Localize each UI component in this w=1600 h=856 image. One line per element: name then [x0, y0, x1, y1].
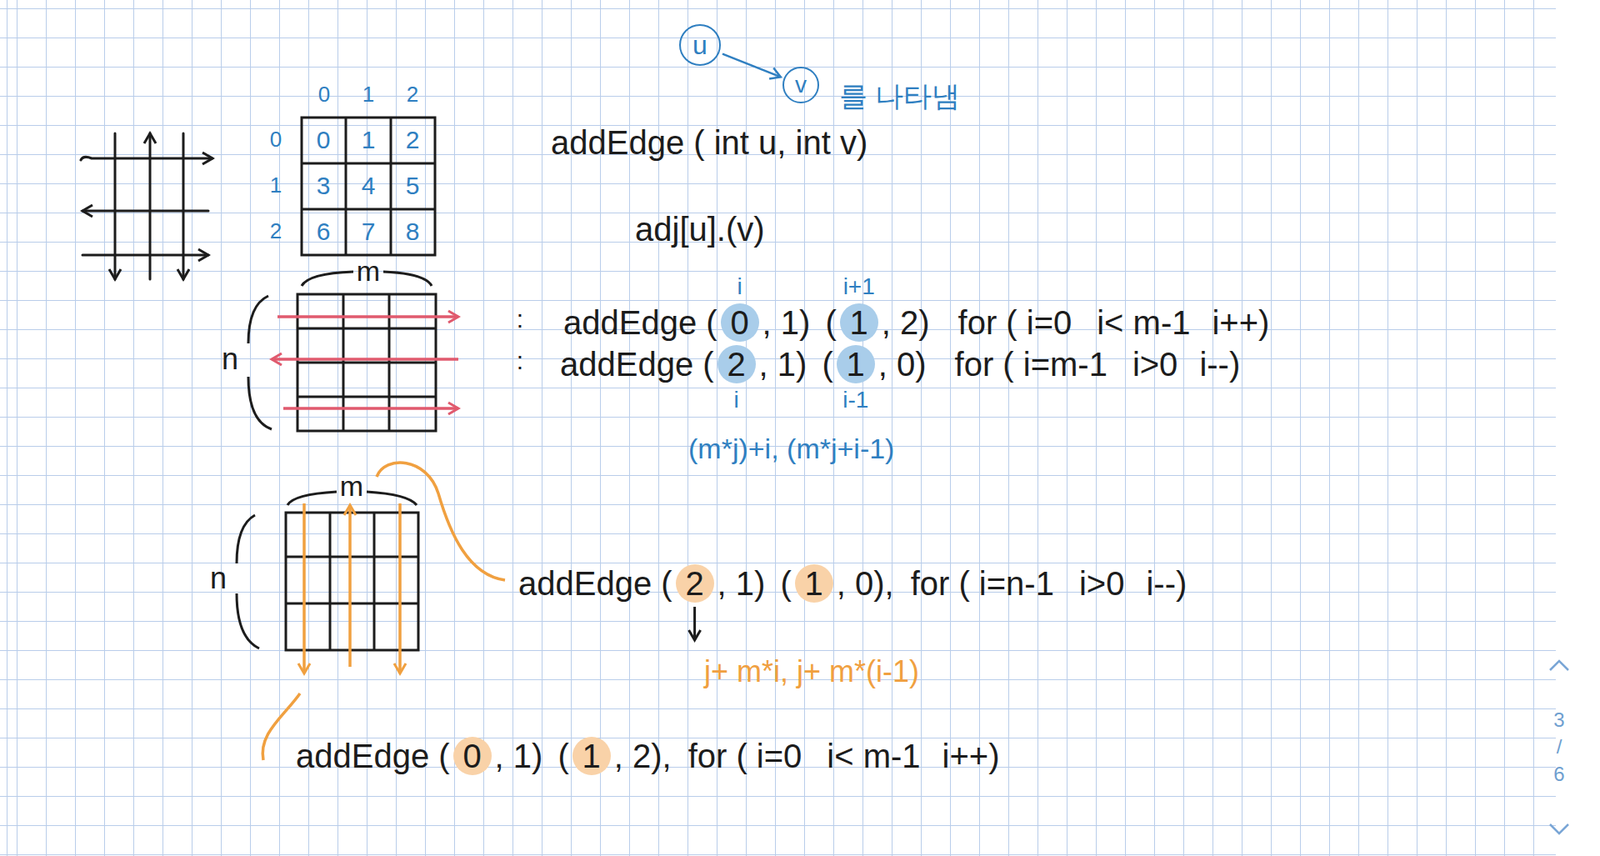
- code-line: adj[u].(v): [635, 210, 765, 249]
- cell-number: 8: [405, 217, 420, 247]
- cell-number: 7: [361, 217, 376, 247]
- column-arrows: [262, 462, 505, 760]
- cell-number: 1: [361, 125, 376, 155]
- row-arrows: [271, 316, 459, 409]
- column-index: 1: [362, 82, 375, 108]
- dimension-label: n: [210, 560, 227, 595]
- code-token: (: [821, 345, 833, 384]
- code-token: i>0: [1132, 345, 1179, 384]
- code-line: addEdge (0, 1) (1, 2) for ( i=0 i< m-1 i++): [563, 303, 1270, 342]
- code-token: i< m-1: [826, 736, 920, 775]
- index-formula: j+ m*i, j+ m*(i-1): [704, 654, 920, 689]
- highlighted-index: 2: [717, 345, 756, 384]
- code-token: (: [825, 303, 836, 342]
- code-token: i--): [1145, 564, 1187, 603]
- code-token: i++): [942, 736, 1000, 775]
- code-token: for ( i=m-1: [955, 345, 1108, 384]
- code-token: i++): [1211, 303, 1270, 342]
- highlighted-index: 0: [453, 736, 492, 775]
- pointer-arrow: [693, 606, 696, 640]
- vertex-label: u: [692, 31, 708, 59]
- row-index: 0: [270, 127, 282, 153]
- highlighted-index: 0: [720, 303, 760, 342]
- highlighted-index: 1: [795, 564, 834, 603]
- code-token: addEdge (: [295, 736, 450, 775]
- cell-number: 3: [316, 171, 331, 201]
- bullet-colon: :: [516, 346, 524, 376]
- vertex-circle: u: [679, 24, 721, 66]
- bullet-colon: :: [516, 305, 524, 335]
- code-token: addEdge (: [518, 564, 673, 603]
- code-token: (: [557, 736, 569, 775]
- code-token: i--): [1199, 345, 1240, 384]
- dimension-label: m: [356, 255, 380, 288]
- vertex-circle: v: [782, 66, 820, 104]
- cell-number: 0: [316, 125, 331, 155]
- column-index: 0: [318, 82, 330, 108]
- vertex-label: v: [795, 73, 807, 97]
- loop-variable: i: [733, 386, 739, 414]
- code-token: , 1): [762, 303, 811, 342]
- row-index: 2: [270, 219, 282, 245]
- direction-arrow: [722, 54, 781, 78]
- code-token: , 1): [495, 736, 544, 775]
- note-text: 를 나타냄: [839, 80, 960, 113]
- index-formula: (m*j)+i, (m*j+i-1): [688, 432, 895, 465]
- code-line: addEdge ( int u, int v): [550, 123, 868, 162]
- code-token: , 1): [759, 345, 808, 384]
- column-index: 2: [406, 82, 419, 108]
- cell-number: 5: [405, 171, 420, 201]
- column-grid: [236, 491, 419, 650]
- code-token: , 2): [881, 303, 930, 342]
- code-token: , 0),: [836, 564, 895, 603]
- code-token: for ( i=0: [688, 736, 803, 775]
- code-line: addEdge (0, 1) (1, 2), for ( i=0 i< m-1 i++): [295, 736, 1000, 775]
- page-number: 3: [1553, 708, 1565, 732]
- code-token: for ( i=0: [958, 303, 1073, 342]
- code-token: for ( i=n-1: [910, 564, 1055, 603]
- dimension-label: m: [340, 470, 364, 503]
- loop-variable: i-1: [842, 386, 869, 414]
- direction-sketch: [80, 133, 213, 280]
- page-number: /: [1556, 735, 1563, 759]
- code-token: i>0: [1079, 564, 1125, 603]
- page-nav: [1550, 660, 1569, 834]
- highlighted-index: 1: [572, 736, 611, 775]
- code-token: , 0): [878, 345, 927, 384]
- cell-number: 6: [316, 217, 331, 247]
- cell-number: 4: [361, 171, 376, 201]
- code-line: addEdge (2, 1) (1, 0), for ( i=n-1 i>0 i--): [518, 564, 1187, 603]
- cell-number: 2: [405, 125, 420, 155]
- code-token: addEdge (: [560, 345, 715, 384]
- loop-variable: i: [736, 273, 742, 300]
- dimension-label: n: [221, 341, 239, 376]
- page-number: 6: [1553, 762, 1565, 786]
- code-token: (: [780, 564, 791, 603]
- code-token: , 2),: [614, 736, 672, 775]
- code-line: addEdge (2, 1) (1, 0) for ( i=m-1 i>0 i--): [560, 345, 1240, 384]
- index-grid: [301, 117, 435, 255]
- code-token: , 1): [717, 564, 766, 603]
- highlighted-index: 2: [675, 564, 715, 603]
- row-index: 1: [270, 173, 282, 199]
- highlighted-index: 1: [836, 345, 875, 384]
- code-token: i< m-1: [1096, 303, 1190, 342]
- loop-variable: i+1: [843, 273, 875, 300]
- code-token: addEdge (: [563, 303, 718, 342]
- highlighted-index: 1: [840, 303, 879, 342]
